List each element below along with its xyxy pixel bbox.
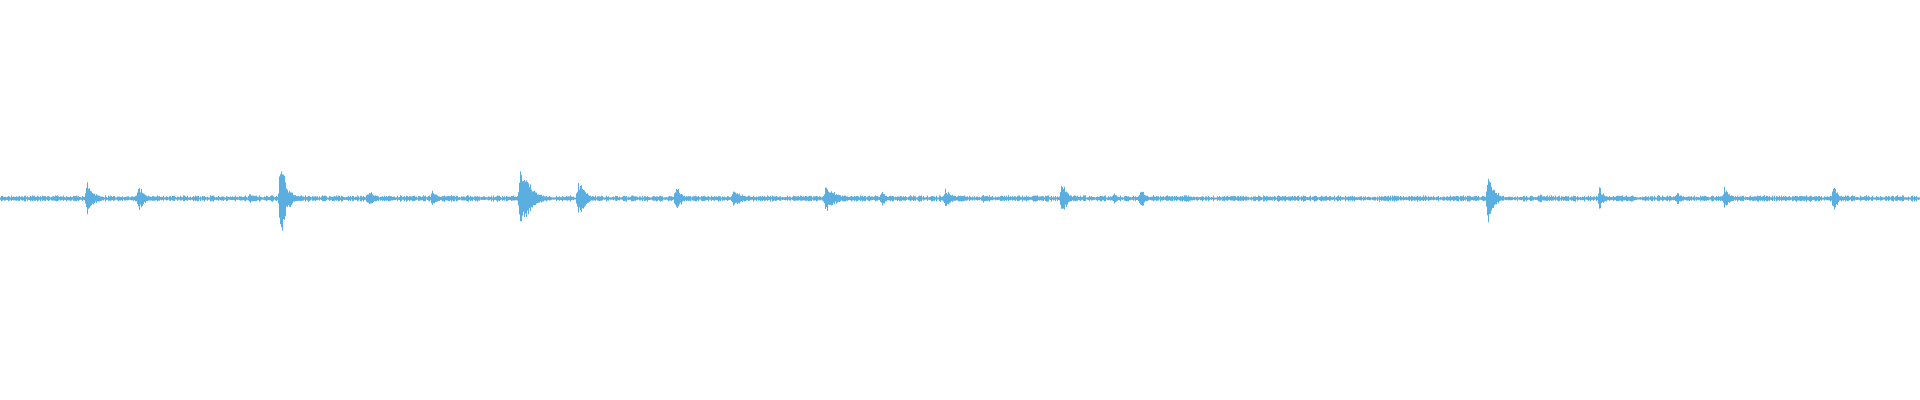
waveform-trace — [0, 171, 1920, 231]
